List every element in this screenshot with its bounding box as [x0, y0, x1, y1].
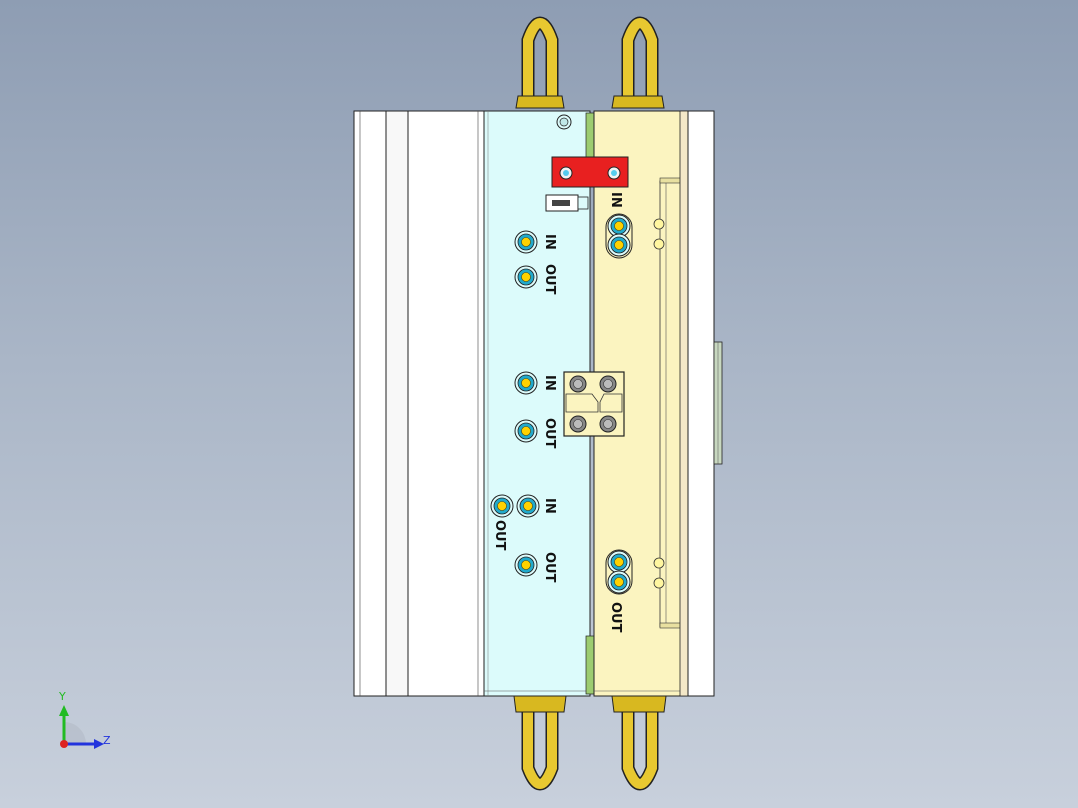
- latch-screw: [599, 415, 617, 433]
- axis-z-label: Z: [103, 734, 111, 747]
- eyebolt-top-right[interactable]: [611, 16, 665, 109]
- cooling-fitting-pair-right-top[interactable]: [605, 213, 633, 259]
- eyebolt-bottom-left[interactable]: [513, 695, 567, 791]
- eyebolt-bottom-right[interactable]: [611, 695, 667, 791]
- cooling-fitting-out-1[interactable]: [514, 265, 538, 289]
- plate-screw: [556, 114, 572, 130]
- latch-block[interactable]: [563, 371, 625, 437]
- cooling-fitting-in-2[interactable]: [514, 371, 538, 395]
- top-clamp-plate[interactable]: [353, 110, 485, 697]
- axis-y-label: Y: [58, 690, 66, 703]
- red-clamp-bar[interactable]: [551, 156, 629, 188]
- label-out-3a: OUT: [492, 520, 507, 551]
- cooling-fitting-pair-right-bottom[interactable]: [605, 549, 633, 595]
- axis-triad: Y Z: [58, 690, 111, 749]
- latch-screw: [599, 375, 617, 393]
- cooling-fitting-in-3[interactable]: [516, 494, 540, 518]
- cooling-fitting-out-2[interactable]: [514, 419, 538, 443]
- eyebolt-top-left[interactable]: [515, 16, 565, 109]
- support-plate[interactable]: [679, 110, 715, 697]
- cooling-fitting-out-3a[interactable]: [490, 494, 514, 518]
- green-strip-lower: [585, 635, 595, 695]
- cooling-fitting-in-1[interactable]: [514, 230, 538, 254]
- locating-ring[interactable]: [713, 341, 723, 465]
- label-out-right: OUT: [608, 602, 623, 633]
- label-in-2: IN: [542, 375, 557, 391]
- latch-screw: [569, 375, 587, 393]
- cooling-fitting-out-3b[interactable]: [514, 553, 538, 577]
- label-in-3: IN: [542, 498, 557, 514]
- label-in-right: IN: [608, 192, 623, 208]
- connector-block[interactable]: [545, 194, 589, 212]
- latch-screw: [569, 415, 587, 433]
- label-out-1: OUT: [542, 264, 557, 295]
- label-out-2: OUT: [542, 418, 557, 449]
- label-in-1: IN: [542, 234, 557, 250]
- label-out-3b: OUT: [542, 552, 557, 583]
- guide-pin-marks: [653, 218, 665, 589]
